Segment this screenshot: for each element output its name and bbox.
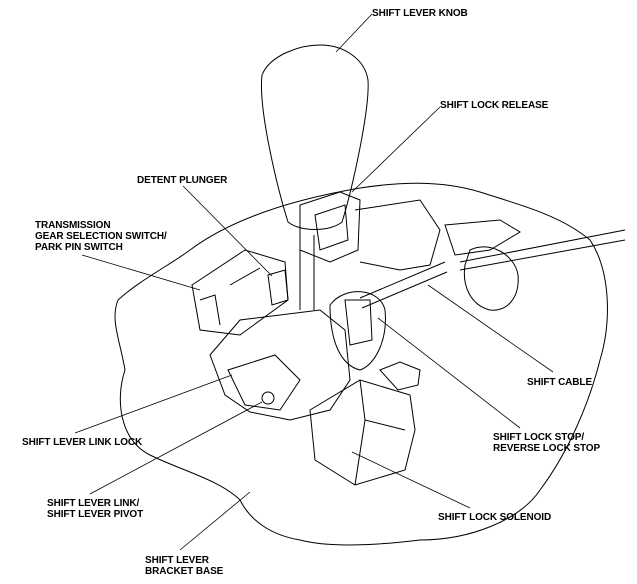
- leader-shift-lock-release: [351, 106, 441, 193]
- label-line: SHIFT LEVER: [145, 555, 209, 566]
- leader-transmission-switch: [81, 254, 201, 291]
- shift-lock-release: [299, 191, 361, 263]
- label-transmission-switch: TRANSMISSION GEAR SELECTION SWITCH/ PARK…: [35, 220, 167, 253]
- lever-pivot: [261, 391, 275, 405]
- label-shift-lever-link: SHIFT LEVER LINK/ SHIFT LEVER PIVOT: [47, 498, 143, 520]
- label-shift-cable: SHIFT CABLE: [527, 377, 593, 388]
- label-line: TRANSMISSION: [35, 220, 111, 231]
- leader-shift-lever-knob: [335, 13, 373, 53]
- label-shift-lock-stop: SHIFT LOCK STOP/ REVERSE LOCK STOP: [493, 432, 600, 454]
- leader-shift-lock-solenoid: [351, 451, 471, 509]
- label-line: SHIFT LOCK STOP/: [493, 432, 584, 443]
- shift-cable: [359, 229, 626, 309]
- label-line: REVERSE LOCK STOP: [493, 443, 601, 454]
- cable-end-fitting: [463, 246, 519, 311]
- label-line: GEAR SELECTION SWITCH/: [35, 231, 167, 242]
- label-shift-lever-knob: SHIFT LEVER KNOB: [372, 8, 468, 19]
- detent-plunger-body: [267, 269, 289, 306]
- lever-body: [209, 309, 351, 421]
- leader-detent-plunger: [182, 185, 273, 277]
- cable-bracket: [444, 219, 521, 256]
- leader-shift-lock-stop: [377, 317, 521, 429]
- leader-shift-lever-link: [89, 401, 263, 495]
- leader-shift-lever-link-lock: [74, 374, 233, 434]
- shift-lever-shaft: [299, 235, 315, 310]
- leader-shift-cable: [427, 284, 554, 373]
- park-pin-switch: [191, 249, 289, 336]
- label-shift-lock-release: SHIFT LOCK RELEASE: [440, 100, 549, 111]
- label-line: BRACKET BASE: [145, 566, 224, 577]
- label-line: SHIFT LEVER PIVOT: [47, 509, 144, 520]
- shift-lever-knob: [260, 44, 369, 230]
- shift-lever-link: [227, 354, 301, 411]
- label-line: SHIFT LEVER LINK/: [47, 498, 140, 509]
- solenoid-connector: [379, 361, 421, 391]
- bracket-base-outline: [114, 182, 608, 546]
- shift-lock-solenoid: [309, 379, 416, 486]
- shift-lock-stop: [329, 291, 386, 371]
- label-shift-lever-link-lock: SHIFT LEVER LINK LOCK: [22, 437, 143, 448]
- label-shift-lock-solenoid: SHIFT LOCK SOLENOID: [438, 512, 552, 523]
- label-detent-plunger: DETENT PLUNGER: [137, 175, 228, 186]
- leader-bracket-base: [179, 491, 251, 551]
- housing-right: [354, 199, 441, 271]
- label-bracket-base: SHIFT LEVER BRACKET BASE: [145, 555, 223, 577]
- label-line: PARK PIN SWITCH: [35, 242, 123, 253]
